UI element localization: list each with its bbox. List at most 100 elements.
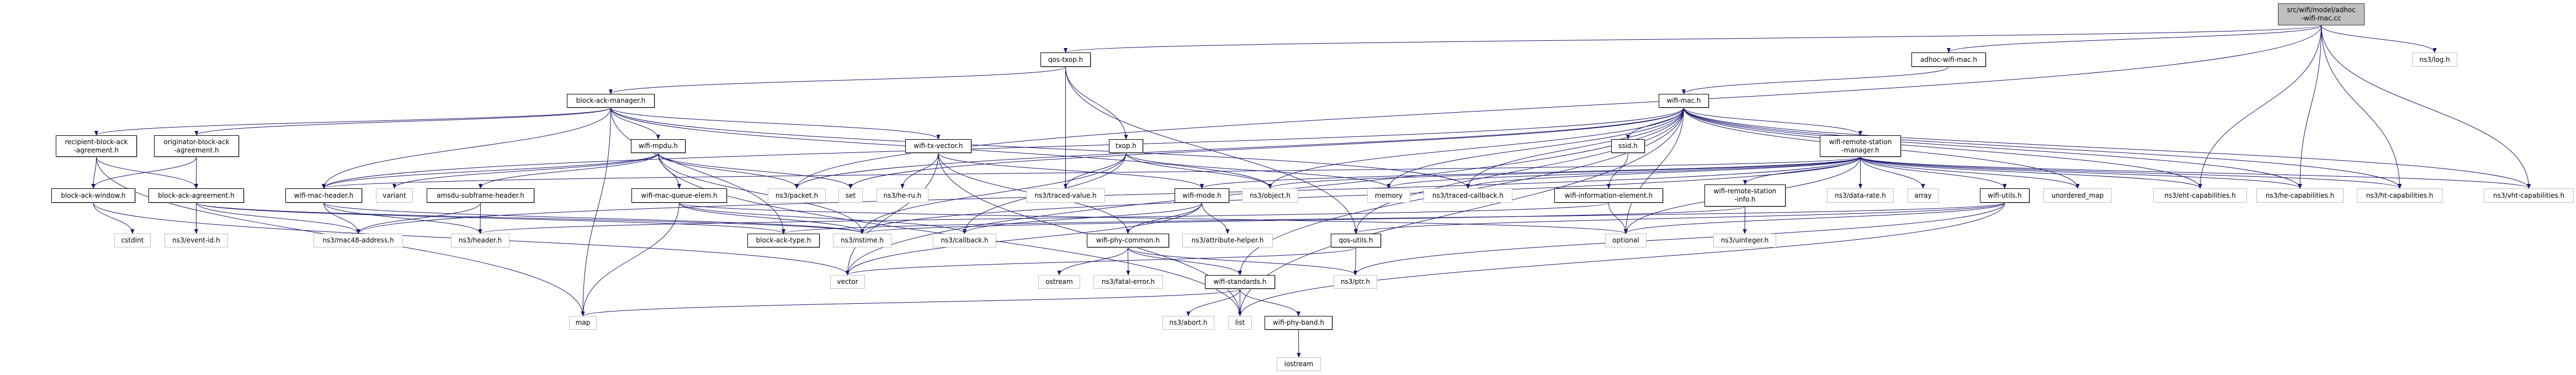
graph-node-wmh[interactable]: wifi-mac-header.h (285, 188, 362, 203)
graph-node-umap: unordered_map (2043, 188, 2112, 203)
graph-node-baa[interactable]: block-ack-agreement.h (148, 188, 244, 203)
graph-node-ht: ns3/ht-capabilities.h (2357, 188, 2442, 203)
graph-node-tvalue: ns3/traced-value.h (1026, 188, 1105, 203)
edge-wrsm-to-memory (1387, 156, 1861, 189)
edge-mpdu-to-amsdu (478, 152, 658, 189)
graph-node-originator[interactable]: originator-block-ack -agreement.h (154, 135, 239, 157)
edge-txvec-to-wmode (938, 152, 1204, 189)
edge-mpdu-to-wmh (322, 152, 658, 189)
edge-wrsm-to-eht (1860, 156, 2202, 189)
graph-node-wpb[interactable]: wifi-phy-band.h (1265, 316, 1332, 330)
edge-wmh-to-header (323, 202, 482, 234)
graph-node-variant: variant (376, 188, 413, 203)
edge-root-to-log (2321, 25, 2437, 53)
edge-wmqe-to-nstime (679, 202, 864, 234)
edge-root-to-qos_txop (1064, 25, 2322, 53)
edge-wifimac-to-wmh (322, 107, 1684, 189)
graph-node-adhoc[interactable]: adhoc-wifi-mac.h (1911, 52, 1986, 67)
edge-wifimac-to-qosutils (1353, 107, 1684, 234)
edge-wifimac-to-packet (795, 107, 1684, 189)
edge-wrsm-to-umap (1860, 156, 2080, 189)
edge-qos_txop-to-qosutils (1065, 66, 1358, 234)
edge-wrsm-to-wutils (1860, 156, 2007, 189)
edge-wrsm-to-array (1860, 156, 1925, 189)
edge-wmode-to-attrhelper (1202, 202, 1230, 234)
graph-node-wpc[interactable]: wifi-phy-common.h (1087, 234, 1169, 247)
graph-node-txop[interactable]: txop.h (1109, 139, 1143, 153)
edge-wifimac-to-wrsm (1683, 107, 1862, 136)
graph-node-amsdu[interactable]: amsdu-subframe-header.h (427, 188, 534, 203)
graph-node-qosutils[interactable]: qos-utils.h (1331, 234, 1381, 247)
graph-node-wmode[interactable]: wifi-mode.h (1175, 188, 1229, 203)
graph-node-set: set (838, 188, 863, 203)
edge-adhoc-to-wifimac (1682, 66, 1949, 94)
edge-baa-to-batype (196, 202, 785, 234)
edge-root-to-adhoc (1947, 25, 2322, 53)
edge-bam-to-tcallback (610, 107, 1470, 189)
edge-baw-to-cstdint (93, 202, 135, 234)
graph-node-ptr: ns3/ptr.h (1334, 275, 1377, 289)
edge-wstd-to-abort (1186, 288, 1240, 316)
edge-wmode-to-callback (963, 202, 1202, 234)
edge-txop-to-object (1125, 152, 1272, 189)
graph-node-mpdu[interactable]: wifi-mpdu.h (631, 139, 686, 153)
edge-wutils-to-batype (782, 202, 2005, 234)
edge-bam-to-batype (610, 107, 786, 234)
edge-wutils-to-qosutils (1354, 202, 2005, 234)
graph-node-abort: ns3/abort.h (1162, 316, 1214, 330)
edge-wifimac-to-set (848, 107, 1684, 189)
edge-root-to-eht (2198, 25, 2322, 189)
edge-root-to-vht (2321, 25, 2531, 189)
edge-baa-to-mac48 (196, 202, 360, 234)
graph-node-wutils[interactable]: wifi-utils.h (1980, 188, 2030, 203)
graph-node-wrsi[interactable]: wifi-remote-station -info.h (1704, 184, 1786, 207)
graph-node-bam[interactable]: block-ack-manager.h (567, 94, 655, 108)
edge-wifimac-to-ssid (1626, 107, 1684, 140)
edge-recipient-to-baw (91, 156, 97, 189)
graph-node-baw[interactable]: block-ack-window.h (51, 188, 135, 203)
edge-txvec-to-heru (900, 152, 939, 189)
graph-node-wstd[interactable]: wifi-standards.h (1205, 275, 1275, 289)
edge-wmqe-to-map (581, 202, 679, 316)
graph-node-wmqe[interactable]: wifi-mac-queue-elem.h (631, 188, 727, 203)
graph-node-mac48: ns3/mac48-address.h (314, 234, 403, 247)
edge-wmqe-to-callback (679, 202, 966, 234)
graph-node-wrsm[interactable]: wifi-remote-station -manager.h (1820, 135, 1901, 157)
graph-node-he: ns3/he-capabilities.h (2256, 188, 2344, 203)
graph-node-fatal: ns3/fatal-error.h (1093, 275, 1163, 289)
edge-wifimac-to-ht (1683, 107, 2402, 189)
edge-wrsm-to-wmh (322, 156, 1861, 189)
graph-node-uinteger: ns3/uinteger.h (1713, 234, 1776, 247)
graph-node-attrhelper: ns3/attribute-helper.h (1182, 234, 1273, 247)
edge-wrsm-to-he (1860, 156, 2302, 189)
edge-root-to-packet (795, 25, 2322, 189)
graph-node-wifimac[interactable]: wifi-mac.h (1659, 94, 1709, 108)
edge-wpc-to-wstd (1128, 247, 1242, 276)
graph-node-packet: ns3/packet.h (768, 188, 826, 203)
edge-originator-to-baw (91, 156, 197, 189)
edge-baa-to-nstime (196, 202, 864, 234)
edge-txop-to-nstime (860, 152, 1127, 234)
edge-wifimac-to-optional (1623, 107, 1684, 234)
edge-qos_txop-to-bam (609, 66, 1066, 94)
edge-qosutils-to-vector (846, 247, 1356, 276)
graph-node-txvec[interactable]: wifi-tx-vector.h (905, 139, 971, 153)
graph-node-root[interactable]: src/wifi/model/adhoc -wifi-mac.cc (2278, 3, 2365, 25)
graph-node-recipient[interactable]: recipient-block-ack -agreement.h (56, 135, 137, 157)
edge-wifimac-to-eht (1683, 107, 2202, 189)
edge-wmh-to-nstime (323, 202, 864, 234)
graph-node-wie[interactable]: wifi-information-element.h (1554, 188, 1663, 203)
edge-qos_txop-to-txop (1065, 66, 1128, 140)
graph-node-datarate: ns3/data-rate.h (1827, 188, 1894, 203)
graph-node-heru: ns3/he-ru.h (877, 188, 928, 203)
edge-wifimac-to-vht (1683, 107, 2531, 189)
edge-wie-to-optional (1608, 202, 1628, 234)
graph-node-ssid[interactable]: ssid.h (1611, 139, 1645, 153)
graph-node-batype[interactable]: block-ack-type.h (747, 234, 820, 247)
graph-node-tcallback: ns3/traced-callback.h (1424, 188, 1512, 203)
edge-amsdu-to-header (478, 202, 482, 234)
edge-wpc-to-fatal (1126, 247, 1130, 276)
graph-node-array: array (1908, 188, 1938, 203)
graph-node-qos-txop[interactable]: qos-txop.h (1040, 52, 1091, 67)
graph-node-memory: memory (1367, 188, 1410, 203)
